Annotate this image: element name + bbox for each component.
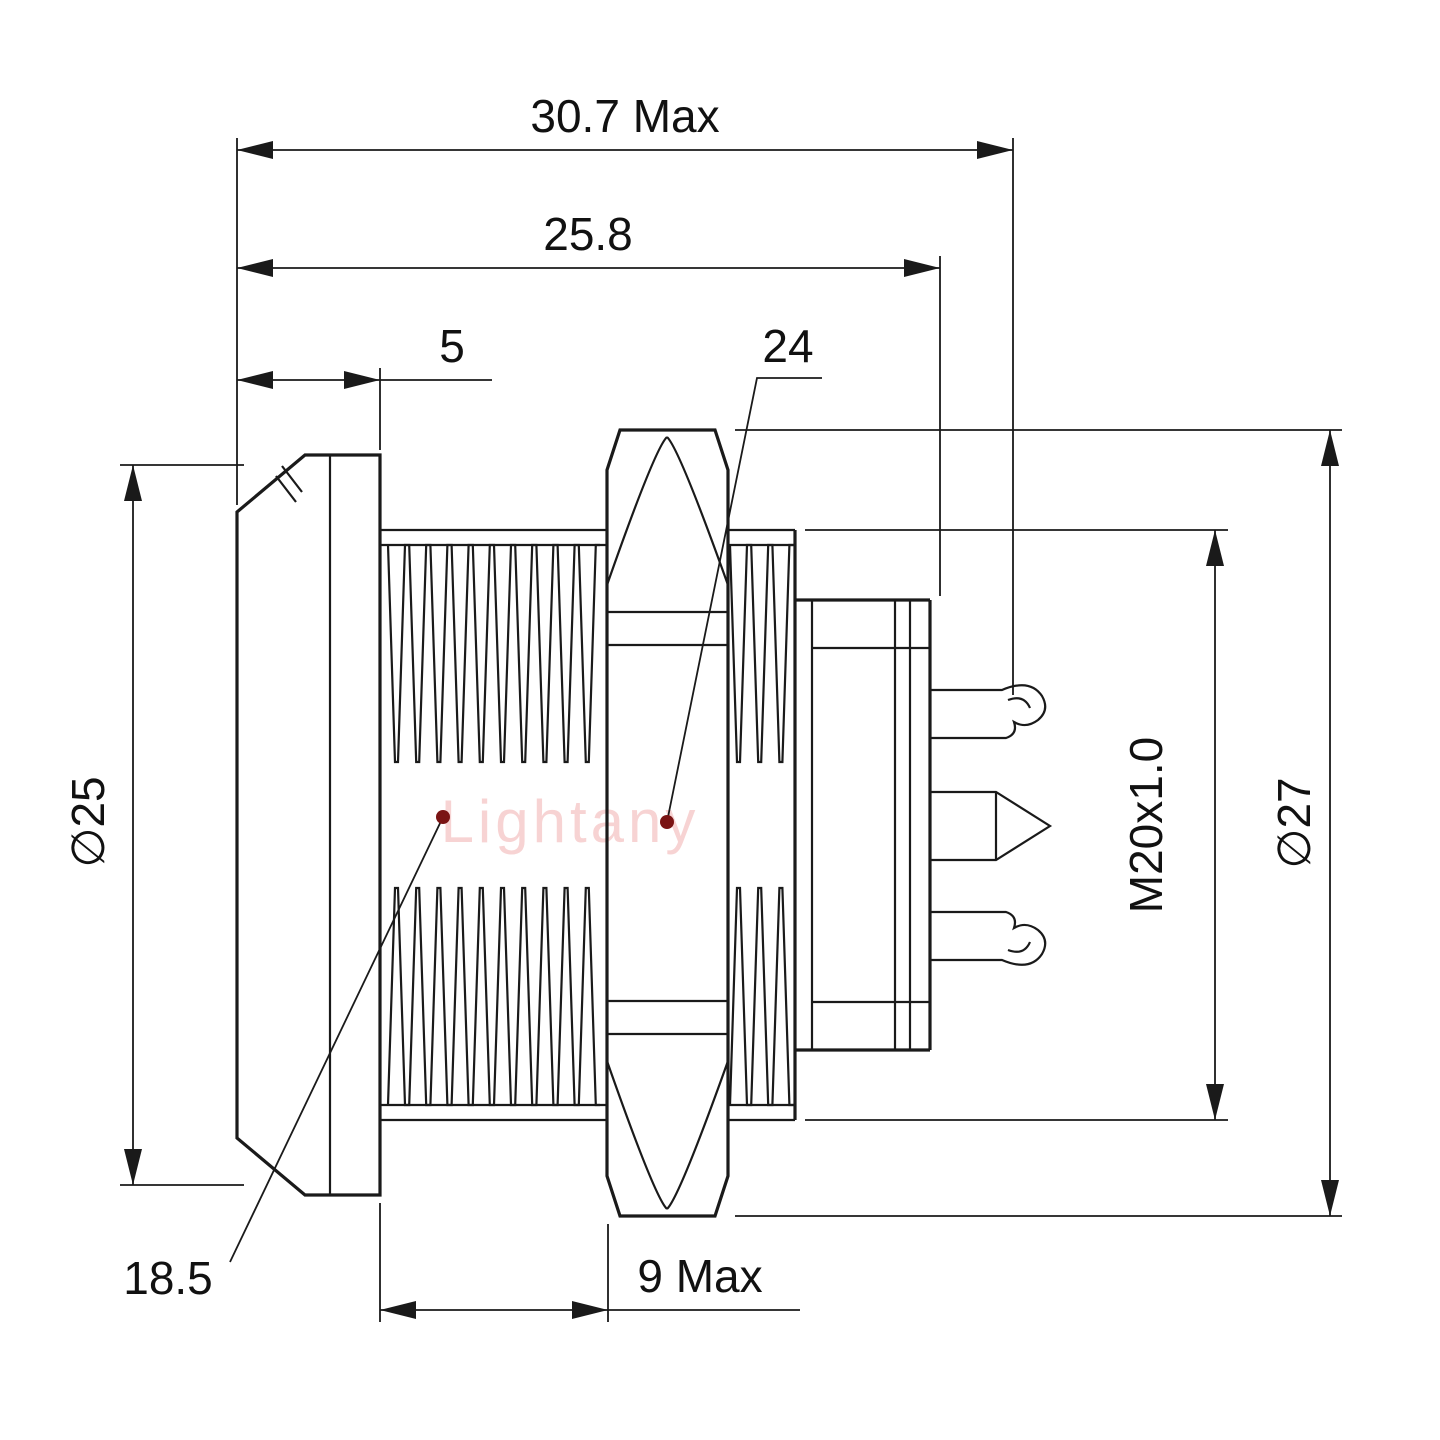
hex-nut-chamfer-arcs-top bbox=[605, 436, 730, 586]
arrowhead-right-icon bbox=[344, 371, 380, 389]
dim-flange-thickness: 5 bbox=[237, 320, 492, 450]
thread-rear-teeth-top bbox=[728, 543, 794, 764]
arrowhead-up-icon bbox=[1321, 430, 1339, 466]
watermark-text: Lightany bbox=[441, 788, 700, 855]
dim-thread-spec-lines bbox=[805, 529, 1228, 1121]
hex-nut-outline bbox=[605, 428, 730, 1218]
flange-outline bbox=[235, 453, 382, 1197]
dim-nut-diameter: ∅27 bbox=[735, 429, 1342, 1217]
dim-label-nut-diameter: ∅27 bbox=[1268, 777, 1320, 868]
dim-label-hex-across-flats: 24 bbox=[762, 320, 813, 372]
leader-line-24 bbox=[666, 377, 822, 823]
arrowhead-right-icon bbox=[904, 259, 940, 277]
thread-section-rear bbox=[728, 528, 795, 1122]
dim-label-flange-thickness: 5 bbox=[439, 320, 465, 372]
arrowhead-right-icon bbox=[572, 1301, 608, 1319]
arrowhead-up-icon bbox=[1206, 530, 1224, 566]
dim-label-thread-length: 18.5 bbox=[123, 1252, 213, 1304]
thread-section-front bbox=[380, 528, 607, 1122]
arrowhead-left-icon bbox=[237, 371, 273, 389]
arrowhead-left-icon bbox=[237, 141, 273, 159]
dim-label-overall-length: 30.7 Max bbox=[530, 90, 719, 142]
solder-contact-top bbox=[930, 684, 1047, 740]
dim-flange-diameter: ∅25 bbox=[62, 464, 244, 1186]
solder-contact-top-cup-arc bbox=[1007, 697, 1032, 709]
dim-rear-length-lines bbox=[237, 256, 941, 596]
arrowhead-down-icon bbox=[124, 1149, 142, 1185]
arrowhead-left-icon bbox=[380, 1301, 416, 1319]
thread-teeth-bottom bbox=[386, 886, 600, 1107]
dim-label-rear-length: 25.8 bbox=[543, 208, 633, 260]
dim-thread-length: 18.5 bbox=[123, 810, 450, 1304]
hex-nut-chamfer-arcs-bottom bbox=[605, 1060, 730, 1210]
arrowhead-up-icon bbox=[124, 465, 142, 501]
dim-overall-length-lines bbox=[236, 138, 1014, 695]
dim-nut-diameter-lines bbox=[735, 429, 1342, 1217]
leader-dot-24 bbox=[660, 815, 674, 829]
thread-outer-lines bbox=[380, 528, 607, 1122]
arrowhead-down-icon bbox=[1321, 1180, 1339, 1216]
solder-contact-middle bbox=[930, 790, 1053, 862]
thread-rear-teeth-bottom bbox=[728, 886, 794, 1107]
arrowhead-right-icon bbox=[977, 141, 1013, 159]
dim-label-thread-spec: M20x1.0 bbox=[1120, 737, 1172, 913]
dim-panel-max: 9 Max bbox=[379, 1203, 800, 1322]
leader-line-18-5 bbox=[229, 816, 444, 1263]
dim-label-flange-diameter: ∅25 bbox=[62, 776, 114, 867]
arrowhead-left-icon bbox=[237, 259, 273, 277]
thread-teeth-top bbox=[386, 543, 600, 764]
thread-rear-outer-lines bbox=[728, 528, 795, 1122]
dim-label-panel-max: 9 Max bbox=[637, 1250, 762, 1302]
dim-overall-length: 30.7 Max bbox=[236, 90, 1014, 695]
dim-thread-spec: M20x1.0 bbox=[805, 529, 1228, 1121]
connector-geometry bbox=[235, 428, 1053, 1218]
solder-contact-bottom-cup-arc bbox=[1007, 941, 1032, 953]
dim-flange-diameter-lines bbox=[120, 464, 244, 1186]
arrowhead-down-icon bbox=[1206, 1084, 1224, 1120]
solder-contacts bbox=[930, 684, 1053, 966]
solder-contact-bottom bbox=[930, 910, 1047, 966]
dim-hex-across-flats: 24 bbox=[660, 320, 822, 829]
leader-dot-18-5 bbox=[436, 810, 450, 824]
flange-surface-mark bbox=[275, 465, 303, 503]
hex-nut-facet-lines bbox=[607, 610, 728, 1036]
rear-body-details bbox=[810, 600, 930, 1050]
dimension-annotations: 30.7 Max 25.8 5 24 ∅25 bbox=[62, 90, 1342, 1322]
rear-body-outline bbox=[795, 598, 932, 1052]
dim-rear-length: 25.8 bbox=[237, 208, 941, 596]
